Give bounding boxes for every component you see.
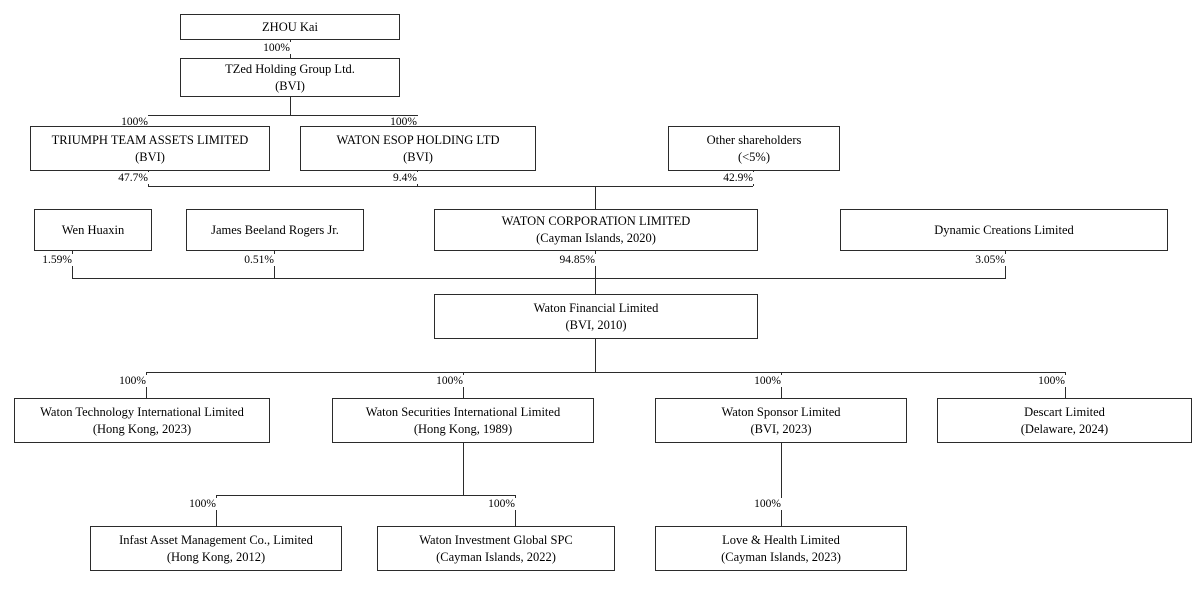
- edge-sec-to-invest: [515, 495, 516, 526]
- node-james-beeland-rogers-jr[interactable]: James Beeland Rogers Jr.: [186, 209, 364, 251]
- pct-sec-to-invest: 100%: [461, 498, 517, 510]
- edge-sec-to-infast: [216, 495, 217, 526]
- edge-tzed-bus: [148, 115, 418, 116]
- node-waton-corporation-detail: (Cayman Islands, 2020): [536, 231, 656, 245]
- node-waton-sponsor[interactable]: Waton Sponsor Limited (BVI, 2023): [655, 398, 907, 443]
- node-triumph-team-assets-name: TRIUMPH TEAM ASSETS LIMITED: [51, 132, 249, 147]
- edge-shareholder-bus: [148, 186, 753, 187]
- pct-rogers-to-financial: 0.51%: [216, 254, 276, 266]
- node-waton-sponsor-detail: (BVI, 2023): [750, 421, 812, 436]
- node-waton-corporation[interactable]: WATON CORPORATION LIMITED (Cayman Island…: [434, 209, 758, 251]
- pct-financial-to-tech: 100%: [92, 375, 148, 387]
- node-waton-financial-detail: (BVI, 2010): [565, 317, 627, 332]
- pct-waton-corp-to-financial: 94.85%: [531, 254, 597, 266]
- node-zhou-kai-name: ZHOU Kai: [262, 19, 318, 34]
- node-waton-financial[interactable]: Waton Financial Limited (BVI, 2010): [434, 294, 758, 339]
- node-waton-securities[interactable]: Waton Securities International Limited (…: [332, 398, 594, 443]
- node-wen-huaxin[interactable]: Wen Huaxin: [34, 209, 152, 251]
- pct-dynamic-to-financial: 3.05%: [943, 254, 1007, 266]
- pct-wen-to-financial: 1.59%: [14, 254, 74, 266]
- node-love-health-name: Love & Health Limited: [722, 532, 840, 547]
- pct-tzed-to-esop: 100%: [363, 116, 419, 128]
- pct-financial-to-descart: 100%: [1011, 375, 1067, 387]
- node-waton-investment-global-name: Waton Investment Global SPC: [419, 532, 573, 547]
- node-other-shareholders-name: Other shareholders: [706, 132, 802, 147]
- pct-triumph-to-waton-corp: 47.7%: [92, 172, 150, 184]
- node-dynamic-creations-name: Dynamic Creations Limited: [934, 222, 1074, 237]
- node-descart-detail: (Delaware, 2024): [1020, 421, 1109, 436]
- node-wen-huaxin-name: Wen Huaxin: [61, 222, 125, 237]
- node-other-shareholders-detail: (<5%): [737, 149, 771, 164]
- node-waton-technology[interactable]: Waton Technology International Limited (…: [14, 398, 270, 443]
- edge-sec-children-bus: [216, 495, 515, 496]
- edge-financial-bus: [72, 278, 1006, 279]
- edge-financial-stem: [595, 339, 596, 372]
- node-waton-securities-detail: (Hong Kong, 1989): [413, 421, 513, 436]
- edge-tzed-stem: [290, 97, 291, 115]
- node-tzed-holding-name: TZed Holding Group Ltd.: [225, 61, 355, 76]
- node-descart[interactable]: Descart Limited (Delaware, 2024): [937, 398, 1192, 443]
- node-triumph-team-assets-detail: (BVI): [135, 149, 165, 164]
- node-other-shareholders[interactable]: Other shareholders (<5%): [668, 126, 840, 171]
- node-waton-esop-holding-detail: (BVI): [403, 149, 433, 164]
- node-triumph-team-assets[interactable]: TRIUMPH TEAM ASSETS LIMITED (BVI): [30, 126, 270, 171]
- node-dynamic-creations[interactable]: Dynamic Creations Limited: [840, 209, 1168, 251]
- node-waton-technology-detail: (Hong Kong, 2023): [92, 421, 192, 436]
- node-waton-financial-name: Waton Financial Limited: [533, 300, 659, 315]
- pct-esop-to-waton-corp: 9.4%: [363, 172, 419, 184]
- node-infast-asset-management[interactable]: Infast Asset Management Co., Limited (Ho…: [90, 526, 342, 571]
- node-waton-esop-holding-name: WATON ESOP HOLDING LTD: [336, 132, 500, 147]
- node-love-health[interactable]: Love & Health Limited (Cayman Islands, 2…: [655, 526, 907, 571]
- edge-sec-stem: [463, 443, 464, 495]
- node-infast-asset-management-name: Infast Asset Management Co., Limited: [119, 532, 313, 547]
- pct-zhou-to-tzed: 100%: [236, 42, 292, 54]
- edge-sponsor-to-love: [781, 443, 782, 526]
- edge-bus-to-financial: [595, 278, 596, 294]
- node-waton-investment-global[interactable]: Waton Investment Global SPC (Cayman Isla…: [377, 526, 615, 571]
- node-waton-sponsor-name: Waton Sponsor Limited: [721, 404, 841, 419]
- node-zhou-kai[interactable]: ZHOU Kai: [180, 14, 400, 40]
- edge-financial-children-bus: [146, 372, 1066, 373]
- node-tzed-holding-detail: (BVI): [275, 78, 305, 93]
- edge-bus-to-waton-corp: [595, 186, 596, 209]
- node-james-beeland-rogers-jr-name: James Beeland Rogers Jr.: [211, 222, 339, 237]
- node-waton-investment-global-detail: (Cayman Islands, 2022): [436, 549, 556, 564]
- pct-tzed-to-triumph: 100%: [94, 116, 150, 128]
- pct-financial-to-sponsor: 100%: [727, 375, 783, 387]
- node-waton-esop-holding[interactable]: WATON ESOP HOLDING LTD (BVI): [300, 126, 536, 171]
- node-waton-securities-name: Waton Securities International Limited: [365, 404, 561, 419]
- node-love-health-detail: (Cayman Islands, 2023): [721, 549, 841, 564]
- pct-financial-to-sec: 100%: [409, 375, 465, 387]
- node-waton-corporation-name: WATON CORPORATION LIMITED: [501, 214, 691, 229]
- pct-sec-to-infast: 100%: [162, 498, 218, 510]
- node-tzed-holding[interactable]: TZed Holding Group Ltd. (BVI): [180, 58, 400, 97]
- node-infast-asset-management-detail: (Hong Kong, 2012): [166, 549, 266, 564]
- pct-other-to-waton-corp: 42.9%: [697, 172, 755, 184]
- node-descart-name: Descart Limited: [1024, 404, 1105, 419]
- pct-sponsor-to-love: 100%: [727, 498, 783, 510]
- node-waton-technology-name: Waton Technology International Limited: [40, 404, 244, 419]
